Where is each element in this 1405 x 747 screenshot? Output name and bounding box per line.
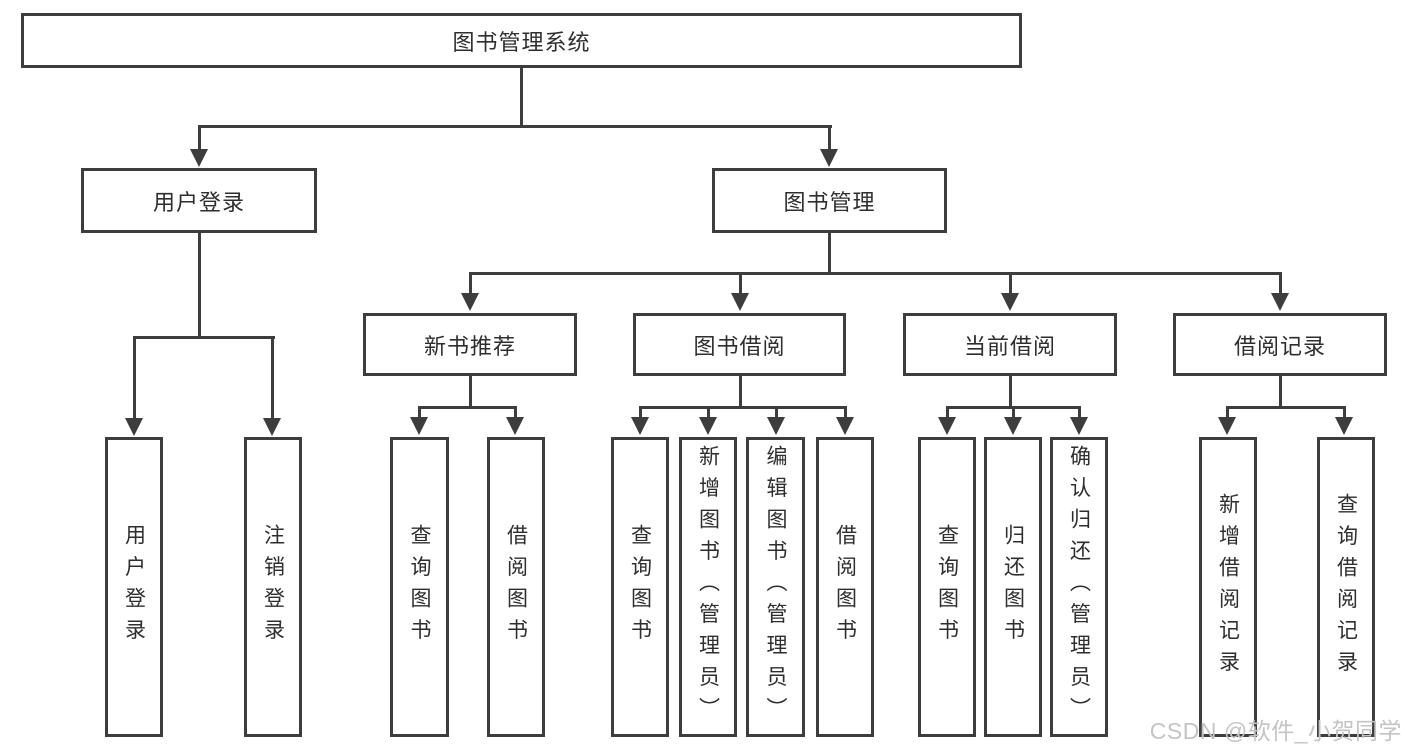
- node-book-borrow: 图书借阅: [633, 313, 846, 376]
- arrowhead-to-return-books: [1004, 406, 1022, 435]
- node-leaf-add-borrow-record: 新增借阅记录: [1199, 437, 1257, 737]
- node-user-login: 用户登录: [81, 168, 317, 233]
- arrowhead-to-borrow-books-1: [506, 406, 524, 435]
- node-label: 用户登录: [122, 524, 146, 650]
- connector-book-borrow-stem: [739, 376, 742, 408]
- arrowhead-to-query-borrow-record: [1335, 406, 1353, 435]
- connector-user-login-crossbar: [133, 336, 275, 339]
- node-leaf-return-books: 归还图书: [984, 437, 1042, 737]
- arrowhead-to-logout-leaf: [263, 336, 281, 436]
- node-label: 编辑图书（管理员）: [764, 445, 787, 729]
- node-leaf-borrow-books-2: 借阅图书: [816, 437, 874, 737]
- arrowhead-to-borrow-records: [1271, 272, 1289, 311]
- node-library-management-system: 图书管理系统: [21, 13, 1022, 68]
- arrowhead-to-add-books: [699, 406, 717, 435]
- arrowhead-to-new-book-recommend: [461, 272, 479, 311]
- node-label: 查询借阅记录: [1334, 492, 1358, 682]
- connector-book-management-stem: [828, 233, 831, 274]
- node-label: 图书管理: [783, 189, 876, 215]
- node-borrow-records: 借阅记录: [1173, 313, 1387, 376]
- connector-borrow-records-crossbar: [1226, 406, 1346, 409]
- connector-user-login-stem: [198, 233, 201, 338]
- connector-new-book-recommend-crossbar: [418, 406, 517, 409]
- node-label: 查询图书: [628, 524, 652, 650]
- node-book-management: 图书管理: [712, 168, 947, 233]
- node-label: 用户登录: [152, 189, 245, 215]
- connector-book-management-crossbar: [469, 272, 1282, 275]
- node-label: 注销登录: [261, 524, 285, 650]
- node-leaf-query-books-1: 查询图书: [390, 437, 449, 737]
- node-leaf-query-books-3: 查询图书: [918, 437, 976, 737]
- node-label: 查询图书: [408, 524, 431, 650]
- arrowhead-to-user-login: [190, 125, 208, 167]
- connector-root-crossbar: [198, 125, 832, 128]
- node-label: 新增图书（管理员）: [696, 445, 720, 729]
- connector-current-borrow-stem: [1009, 376, 1012, 408]
- node-label: 借阅记录: [1233, 333, 1326, 359]
- node-label: 新增借阅记录: [1216, 492, 1240, 682]
- node-leaf-confirm-return-admin: 确认归还（管理员）: [1050, 437, 1108, 737]
- node-leaf-add-books-admin: 新增图书（管理员）: [679, 437, 737, 737]
- connector-root-stem: [520, 68, 523, 127]
- node-leaf-borrow-books-1: 借阅图书: [487, 437, 545, 737]
- arrowhead-to-query-books-1: [410, 406, 428, 435]
- connector-book-borrow-crossbar: [639, 406, 847, 409]
- node-label: 当前借阅: [963, 333, 1056, 359]
- node-label: 新书推荐: [423, 333, 516, 359]
- arrowhead-to-confirm-return: [1070, 406, 1088, 435]
- node-new-book-recommend: 新书推荐: [363, 313, 577, 376]
- connector-new-book-recommend-stem: [469, 376, 472, 408]
- arrowhead-to-add-borrow-record: [1218, 406, 1236, 435]
- node-label: 图书借阅: [693, 333, 786, 359]
- arrowhead-to-book-borrow: [731, 272, 749, 311]
- arrowhead-to-book-management: [820, 125, 838, 167]
- node-leaf-edit-books-admin: 编辑图书（管理员）: [746, 437, 805, 737]
- arrowhead-to-query-books-3: [938, 406, 956, 435]
- connector-borrow-records-stem: [1279, 376, 1282, 408]
- arrowhead-to-current-borrow: [1001, 272, 1019, 311]
- node-label: 借阅图书: [504, 524, 528, 650]
- node-label: 确认归还（管理员）: [1067, 445, 1091, 729]
- arrowhead-to-borrow-books-2: [836, 406, 854, 435]
- node-label: 查询图书: [935, 524, 959, 650]
- arrowhead-to-user-login-leaf: [125, 336, 143, 436]
- node-leaf-query-borrow-record: 查询借阅记录: [1317, 437, 1375, 737]
- node-current-borrow: 当前借阅: [903, 313, 1117, 376]
- node-leaf-query-books-2: 查询图书: [611, 437, 669, 737]
- node-leaf-logout: 注销登录: [244, 437, 302, 737]
- node-leaf-user-login: 用户登录: [105, 437, 163, 737]
- node-label: 归还图书: [1001, 524, 1025, 650]
- node-label: 借阅图书: [833, 524, 857, 650]
- node-label: 图书管理系统: [452, 29, 591, 55]
- arrowhead-to-query-books-2: [631, 406, 649, 435]
- arrowhead-to-edit-books: [767, 406, 785, 435]
- watermark-text: CSDN @软件_小贺同学: [1149, 718, 1402, 744]
